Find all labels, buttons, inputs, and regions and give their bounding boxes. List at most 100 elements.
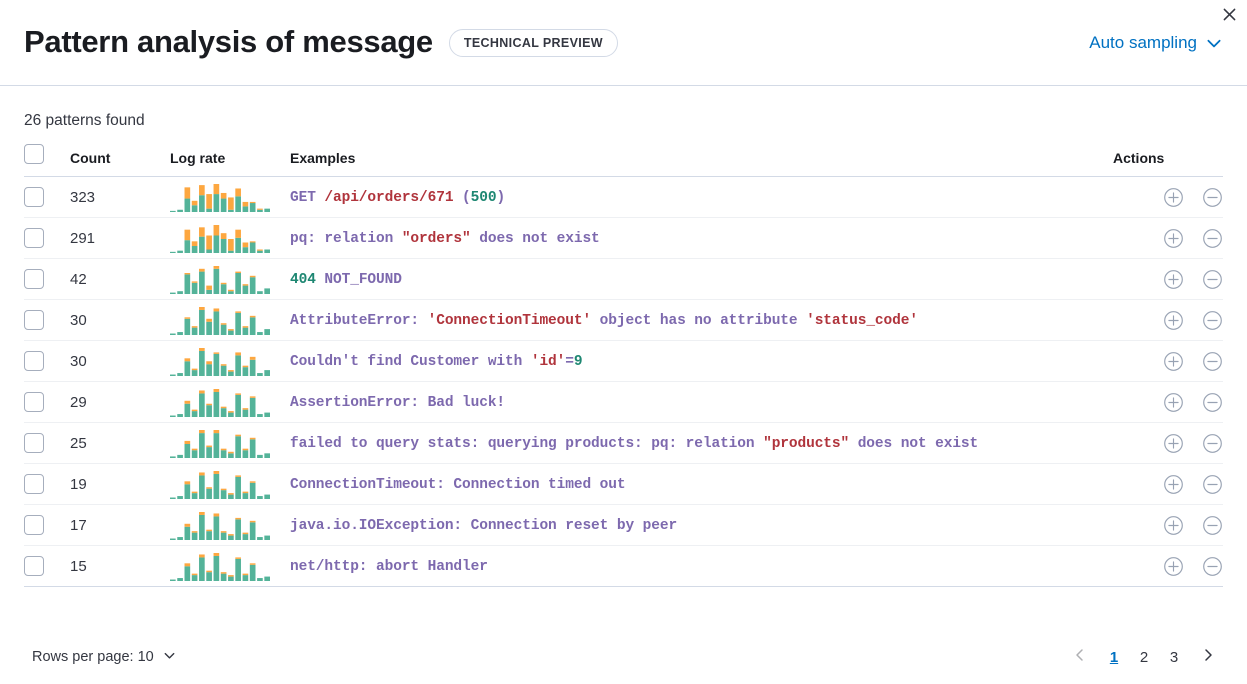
count-cell: 29 xyxy=(70,381,170,423)
rows-per-page-button[interactable]: Rows per page: 10 xyxy=(24,642,185,673)
row-checkbox[interactable] xyxy=(24,556,44,576)
select-all-header xyxy=(24,144,70,177)
row-checkbox[interactable] xyxy=(24,187,44,207)
filter-for-value-button[interactable] xyxy=(1163,228,1184,249)
filter-for-value-button[interactable] xyxy=(1163,474,1184,495)
example-text: AssertionError: Bad luck! xyxy=(290,395,505,411)
example-cell: GET /api/orders/671 (500) xyxy=(290,176,1113,218)
minus-circle-icon xyxy=(1202,556,1223,580)
example-token: 'ConnectionTimeout' xyxy=(427,313,592,329)
plus-circle-icon xyxy=(1163,392,1184,416)
row-checkbox[interactable] xyxy=(24,351,44,371)
pagination-page-3[interactable]: 3 xyxy=(1159,642,1189,672)
example-token: 500 xyxy=(470,190,497,206)
row-checkbox[interactable] xyxy=(24,392,44,412)
row-checkbox[interactable] xyxy=(24,269,44,289)
filter-out-value-button[interactable] xyxy=(1202,433,1223,454)
row-checkbox[interactable] xyxy=(24,515,44,535)
auto-sampling-control[interactable]: Auto sampling xyxy=(1089,33,1223,53)
minus-circle-icon xyxy=(1202,474,1223,498)
patterns-found-count: 26 patterns found xyxy=(24,112,145,129)
example-token: does not exist xyxy=(849,436,979,452)
filter-for-value-button[interactable] xyxy=(1163,556,1184,577)
example-text: GET /api/orders/671 (500) xyxy=(290,190,505,206)
technical-preview-badge: TECHNICAL PREVIEW xyxy=(448,28,618,57)
pagination-prev-button[interactable] xyxy=(1065,642,1095,672)
log-rate-sparkline xyxy=(170,258,290,300)
count-cell: 30 xyxy=(70,299,170,341)
filter-out-value-button[interactable] xyxy=(1202,515,1223,536)
filter-out-value-button[interactable] xyxy=(1202,310,1223,331)
table-row[interactable]: 29 AssertionError: Bad luck! xyxy=(24,381,1223,423)
pagination-page-2[interactable]: 2 xyxy=(1129,642,1159,672)
example-token: ( xyxy=(462,190,471,206)
auto-sampling-label: Auto sampling xyxy=(1089,32,1197,52)
filter-out-value-button[interactable] xyxy=(1202,392,1223,413)
example-token: /api/orders/671 xyxy=(324,190,463,206)
example-token: AttributeError: xyxy=(290,313,428,329)
example-cell: AttributeError: 'ConnectionTimeout' obje… xyxy=(290,299,1113,341)
pagination-next-button[interactable] xyxy=(1193,642,1223,672)
rows-per-page-label: Rows per page: 10 xyxy=(32,649,154,665)
plus-circle-icon xyxy=(1163,187,1184,211)
select-all-checkbox[interactable] xyxy=(24,144,44,164)
example-token: 'status_code' xyxy=(806,313,918,329)
filter-out-value-button[interactable] xyxy=(1202,351,1223,372)
minus-circle-icon xyxy=(1202,310,1223,334)
table-row[interactable]: 291 pq: relation "orders" does not exist xyxy=(24,217,1223,259)
table-row[interactable]: 17 java.io.IOException: Connection reset … xyxy=(24,504,1223,546)
log-rate-sparkline xyxy=(170,463,290,505)
filter-for-value-button[interactable] xyxy=(1163,351,1184,372)
filter-for-value-button[interactable] xyxy=(1163,433,1184,454)
example-cell: ConnectionTimeout: Connection timed out xyxy=(290,463,1113,505)
chevron-left-icon xyxy=(1072,647,1088,667)
example-text: 404 NOT_FOUND xyxy=(290,272,402,288)
filter-out-value-button[interactable] xyxy=(1202,187,1223,208)
minus-circle-icon xyxy=(1202,351,1223,375)
table-header: Count Log rate Examples Actions xyxy=(24,144,1223,177)
plus-circle-icon xyxy=(1163,228,1184,252)
filter-for-value-button[interactable] xyxy=(1163,269,1184,290)
log-rate-sparkline xyxy=(170,340,290,382)
log-rate-sparkline xyxy=(170,381,290,423)
example-token: "products" xyxy=(763,436,850,452)
row-select-cell xyxy=(24,217,70,259)
log-rate-header[interactable]: Log rate xyxy=(170,144,290,177)
row-checkbox[interactable] xyxy=(24,310,44,330)
row-checkbox[interactable] xyxy=(24,474,44,494)
filter-out-value-button[interactable] xyxy=(1202,228,1223,249)
plus-circle-icon xyxy=(1163,310,1184,334)
pagination-page-1[interactable]: 1 xyxy=(1099,642,1129,672)
example-cell: pq: relation "orders" does not exist xyxy=(290,217,1113,259)
example-text: java.io.IOException: Connection reset by… xyxy=(290,518,677,534)
filter-out-value-button[interactable] xyxy=(1202,269,1223,290)
table-row[interactable]: 30 AttributeError: 'ConnectionTimeout' ob… xyxy=(24,299,1223,341)
example-token: failed to query stats: querying products… xyxy=(290,436,764,452)
count-header[interactable]: Count xyxy=(70,144,170,177)
filter-for-value-button[interactable] xyxy=(1163,392,1184,413)
count-cell: 17 xyxy=(70,504,170,546)
row-checkbox[interactable] xyxy=(24,228,44,248)
row-select-cell xyxy=(24,545,70,587)
close-button[interactable] xyxy=(1215,2,1243,30)
filter-out-value-button[interactable] xyxy=(1202,474,1223,495)
filter-for-value-button[interactable] xyxy=(1163,515,1184,536)
minus-circle-icon xyxy=(1202,187,1223,211)
actions-cell xyxy=(1113,504,1223,546)
filter-out-value-button[interactable] xyxy=(1202,556,1223,577)
actions-cell xyxy=(1113,545,1223,587)
row-checkbox[interactable] xyxy=(24,433,44,453)
filter-for-value-button[interactable] xyxy=(1163,310,1184,331)
count-cell: 291 xyxy=(70,217,170,259)
example-token: pq: relation xyxy=(290,231,402,247)
examples-header[interactable]: Examples xyxy=(290,144,1113,177)
filter-for-value-button[interactable] xyxy=(1163,187,1184,208)
